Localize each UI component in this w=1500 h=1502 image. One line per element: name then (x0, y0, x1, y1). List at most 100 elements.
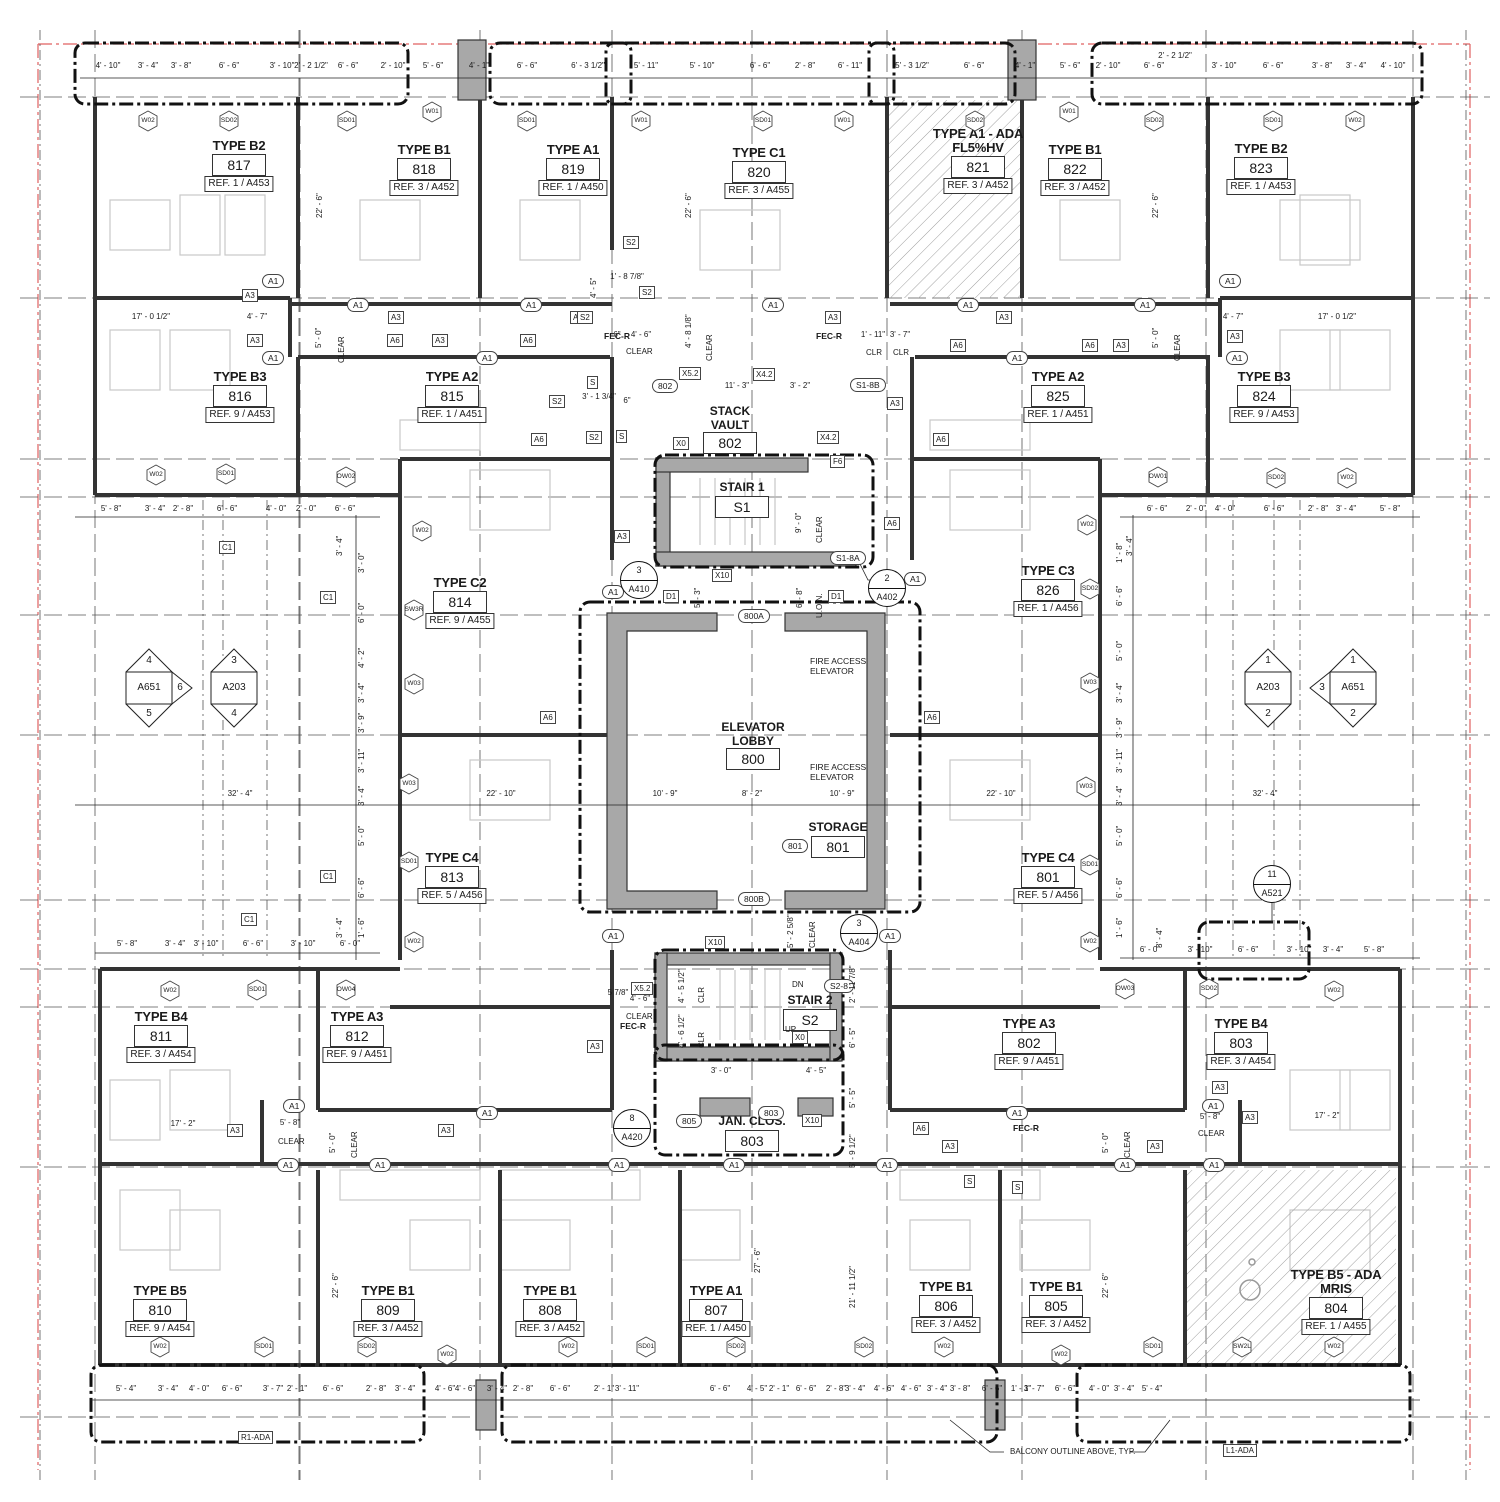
door-tag[interactable]: 800B (738, 892, 770, 906)
wall-type-tag[interactable]: A6 (387, 334, 403, 347)
door-hardware-tag[interactable]: A1 (1134, 298, 1157, 312)
window-type-hex-icon[interactable]: SD02 (964, 110, 986, 132)
wall-type-tag[interactable]: D1 (828, 590, 845, 603)
unit-detail-reference[interactable]: REF. 3 / A452 (1021, 1317, 1091, 1333)
wall-type-tag[interactable]: A3 (587, 1040, 603, 1053)
door-hardware-tag[interactable]: A1 (1219, 274, 1242, 288)
window-type-hex-icon[interactable]: SD01 (336, 110, 358, 132)
window-type-hex-icon[interactable]: OW03 (1114, 978, 1136, 1000)
window-type-hex-icon[interactable]: W02 (1336, 467, 1358, 489)
door-hardware-tag[interactable]: A1 (602, 929, 625, 943)
wall-type-tag[interactable]: A3 (227, 1124, 243, 1137)
wall-type-tag[interactable]: A6 (540, 711, 556, 724)
door-hardware-tag[interactable]: A1 (1006, 351, 1029, 365)
window-type-hex-icon[interactable]: SD01 (1262, 110, 1284, 132)
window-type-hex-icon[interactable]: SD01 (246, 979, 268, 1001)
unit-detail-reference[interactable]: REF. 5 / A456 (417, 888, 487, 904)
door-hardware-tag[interactable]: A1 (879, 929, 902, 943)
wall-type-tag[interactable]: X5.2 (631, 982, 654, 995)
window-type-hex-icon[interactable]: SD01 (215, 463, 237, 485)
wall-type-tag[interactable]: S (1012, 1181, 1024, 1194)
unit-detail-reference[interactable]: REF. 3 / A455 (724, 183, 794, 199)
unit-detail-reference[interactable]: REF. 1 / A451 (1023, 407, 1093, 423)
window-type-hex-icon[interactable]: OW04 (335, 979, 357, 1001)
unit-detail-reference[interactable]: REF. 3 / A452 (911, 1317, 981, 1333)
wall-type-tag[interactable]: S2 (623, 236, 639, 249)
window-type-hex-icon[interactable]: SD01 (398, 851, 420, 873)
window-type-hex-icon[interactable]: W02 (411, 520, 433, 542)
door-tag[interactable]: S1-8A (830, 551, 866, 565)
door-hardware-tag[interactable]: A1 (762, 298, 785, 312)
door-hardware-tag[interactable]: A1 (1202, 1099, 1225, 1113)
unit-detail-reference[interactable]: REF. 1 / A450 (681, 1321, 751, 1337)
unit-detail-reference[interactable]: REF. 1 / A453 (1226, 179, 1296, 195)
door-hardware-tag[interactable]: A1 (904, 572, 927, 586)
door-hardware-tag[interactable]: A1 (262, 351, 285, 365)
door-hardware-tag[interactable]: A1 (262, 274, 285, 288)
wall-type-tag[interactable]: S2 (586, 431, 602, 444)
wall-type-tag[interactable]: F6 (830, 455, 846, 468)
door-hardware-tag[interactable]: A1 (723, 1158, 746, 1172)
window-type-hex-icon[interactable]: SD02 (1265, 467, 1287, 489)
window-type-hex-icon[interactable]: W03 (403, 673, 425, 695)
window-type-hex-icon[interactable]: W03 (1075, 776, 1097, 798)
window-type-hex-icon[interactable]: W02 (933, 1336, 955, 1358)
unit-detail-reference[interactable]: REF. 3 / A452 (389, 180, 459, 196)
wall-type-tag[interactable]: A6 (531, 433, 547, 446)
unit-detail-reference[interactable]: REF. 9 / A453 (1229, 407, 1299, 423)
unit-detail-reference[interactable]: REF. 9 / A453 (205, 407, 275, 423)
wall-type-tag[interactable]: C1 (219, 541, 236, 554)
door-hardware-tag[interactable]: A1 (876, 1158, 899, 1172)
wall-type-tag[interactable]: S2 (639, 286, 655, 299)
wall-type-tag[interactable]: R1-ADA (238, 1431, 274, 1444)
wall-type-tag[interactable]: X10 (712, 569, 733, 582)
window-type-hex-icon[interactable]: SD01 (1142, 1336, 1164, 1358)
unit-detail-reference[interactable]: REF. 9 / A451 (994, 1054, 1064, 1070)
door-tag[interactable]: S2-8 (824, 979, 854, 993)
wall-type-tag[interactable]: S2 (577, 311, 593, 324)
wall-type-tag[interactable]: A3 (1242, 1111, 1258, 1124)
wall-type-tag[interactable]: A3 (388, 311, 404, 324)
unit-detail-reference[interactable]: REF. 3 / A452 (515, 1321, 585, 1337)
door-hardware-tag[interactable]: A1 (1203, 1158, 1226, 1172)
window-type-hex-icon[interactable]: W01 (630, 110, 652, 132)
window-type-hex-icon[interactable]: SD01 (752, 110, 774, 132)
window-type-hex-icon[interactable]: W02 (1076, 514, 1098, 536)
wall-type-tag[interactable]: A3 (614, 530, 630, 543)
wall-type-tag[interactable]: A3 (1147, 1140, 1163, 1153)
window-type-hex-icon[interactable]: W02 (1344, 110, 1366, 132)
window-type-hex-icon[interactable]: W02 (145, 464, 167, 486)
door-tag[interactable]: S1-8B (850, 378, 886, 392)
wall-type-tag[interactable]: A3 (1113, 339, 1129, 352)
window-type-hex-icon[interactable]: SD02 (725, 1336, 747, 1358)
window-type-hex-icon[interactable]: SD01 (516, 110, 538, 132)
wall-type-tag[interactable]: A6 (933, 433, 949, 446)
door-hardware-tag[interactable]: A1 (608, 1158, 631, 1172)
wall-type-tag[interactable]: A3 (432, 334, 448, 347)
window-type-hex-icon[interactable]: W02 (1323, 980, 1345, 1002)
window-type-hex-icon[interactable]: W01 (421, 101, 443, 123)
door-hardware-tag[interactable]: A1 (347, 298, 370, 312)
door-hardware-tag[interactable]: A1 (277, 1158, 300, 1172)
door-tag[interactable]: 802 (652, 379, 679, 393)
unit-detail-reference[interactable]: REF. 9 / A451 (322, 1047, 392, 1063)
window-type-hex-icon[interactable]: SW3R (403, 599, 425, 621)
window-type-hex-icon[interactable]: SD02 (356, 1336, 378, 1358)
wall-type-tag[interactable]: A6 (913, 1122, 929, 1135)
wall-type-tag[interactable]: X0 (792, 1031, 808, 1044)
window-type-hex-icon[interactable]: W03 (398, 773, 420, 795)
window-type-hex-icon[interactable]: W02 (436, 1344, 458, 1366)
window-type-hex-icon[interactable]: OW02 (335, 466, 357, 488)
wall-type-tag[interactable]: A3 (887, 397, 903, 410)
wall-type-tag[interactable]: D1 (663, 590, 680, 603)
window-type-hex-icon[interactable]: SD02 (853, 1336, 875, 1358)
unit-detail-reference[interactable]: REF. 3 / A454 (126, 1047, 196, 1063)
door-tag[interactable]: 805 (676, 1114, 703, 1128)
wall-type-tag[interactable]: A3 (438, 1124, 454, 1137)
window-type-hex-icon[interactable]: SD01 (1079, 854, 1101, 876)
